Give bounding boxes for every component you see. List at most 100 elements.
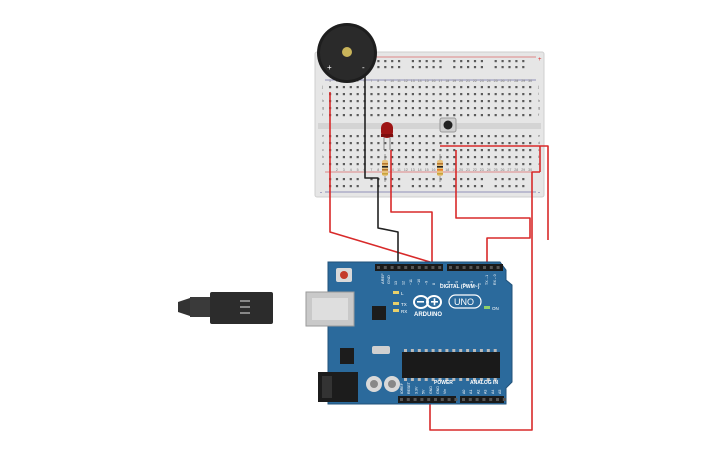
column-number: 7 — [370, 79, 372, 83]
pin-label: 5V — [422, 389, 426, 394]
tx-led-label: TX — [401, 302, 407, 307]
analog-header[interactable] — [460, 396, 504, 403]
breadboard[interactable]: 1122334455667788991010111112121313141415… — [314, 51, 545, 198]
column-number: 20 — [459, 79, 463, 83]
pin-label: ~9 — [424, 281, 428, 285]
power-header[interactable] — [398, 396, 456, 403]
column-number: 19 — [452, 168, 456, 172]
column-number: 22 — [473, 168, 477, 172]
column-number: 11 — [397, 168, 401, 172]
row-letter: c — [322, 147, 324, 152]
column-number: 12 — [404, 79, 408, 83]
digital-header-high[interactable] — [375, 264, 443, 271]
column-number: 11 — [397, 79, 401, 83]
column-number: 25 — [494, 79, 498, 83]
resistor-led[interactable] — [382, 154, 388, 182]
column-number: 30 — [528, 168, 532, 172]
pin-label: 2 — [478, 283, 482, 285]
resistor-button[interactable] — [437, 154, 443, 182]
pin-label: ~11 — [409, 279, 413, 285]
column-number: 24 — [487, 79, 491, 83]
column-number: 3 — [343, 168, 345, 172]
column-number: 9 — [384, 79, 386, 83]
atmega-chip — [402, 352, 500, 378]
column-number: 8 — [377, 79, 379, 83]
aref-label: AREF — [380, 273, 385, 284]
column-number: 1 — [329, 79, 331, 83]
pin-label: ~10 — [417, 279, 421, 285]
pin-label: GND — [436, 386, 440, 394]
column-number: 26 — [501, 79, 505, 83]
pin-label: A5 — [498, 390, 502, 394]
column-number: 16 — [432, 79, 436, 83]
row-letter: c — [538, 147, 540, 152]
column-number: 26 — [501, 168, 505, 172]
column-number: 18 — [445, 79, 449, 83]
rx-led-label: RX — [401, 309, 407, 314]
row-letter: g — [322, 105, 324, 110]
digital-pwm-label: DIGITAL (PWM~) — [440, 284, 480, 290]
pin-label: 8 — [432, 283, 436, 285]
pin-label: TX→1 — [485, 275, 489, 285]
wire-led-pin[interactable] — [390, 150, 433, 268]
pin-label: A1 — [469, 390, 473, 394]
column-number: 20 — [459, 168, 463, 172]
usb-cable[interactable] — [178, 292, 273, 324]
wire-5v[interactable] — [440, 145, 549, 240]
gnd-label: GND — [386, 275, 391, 284]
column-number: 23 — [480, 79, 484, 83]
pin-label: 4 — [462, 283, 466, 285]
pin-label: RESET — [407, 381, 411, 394]
column-number: 12 — [404, 168, 408, 172]
row-letter: d — [322, 140, 324, 145]
row-letter: j — [537, 84, 539, 89]
pin-label: ~5 — [455, 281, 459, 285]
column-number: 27 — [507, 168, 511, 172]
column-number: 30 — [528, 79, 532, 83]
column-number: 22 — [473, 79, 477, 83]
row-letter: i — [322, 91, 323, 96]
piezo-buzzer[interactable]: + - — [317, 23, 377, 83]
column-number: 15 — [425, 79, 429, 83]
rail-plus-label-right: + — [538, 57, 542, 63]
red-led[interactable] — [381, 122, 393, 150]
column-number: 16 — [432, 168, 436, 172]
column-number: 14 — [418, 79, 422, 83]
row-letter: j — [321, 84, 323, 89]
rail-minus-label: - — [320, 190, 322, 196]
column-number: 29 — [521, 79, 525, 83]
column-number: 27 — [507, 79, 511, 83]
wire-gnd-black[interactable] — [364, 65, 399, 268]
pin-label: A4 — [491, 390, 495, 394]
column-number: 18 — [445, 168, 449, 172]
column-number: 21 — [466, 168, 470, 172]
digital-header-low[interactable] — [447, 264, 503, 271]
arduino-uno[interactable]: L TX RX ON ARDUINO UNO DIGITAL (PWM~) PO… — [305, 261, 513, 405]
column-number: 7 — [370, 168, 372, 172]
row-letter: g — [538, 105, 540, 110]
pin-label: 13 — [394, 281, 398, 285]
column-number: 2 — [336, 168, 338, 172]
row-letter: i — [538, 91, 539, 96]
pin-label: 12 — [402, 281, 406, 285]
wire-button-pin[interactable] — [455, 150, 531, 268]
row-letter: f — [538, 112, 540, 117]
column-number: 5 — [357, 168, 359, 172]
row-letter: f — [322, 112, 324, 117]
wire-5v-bottom[interactable] — [429, 171, 540, 431]
wires[interactable] — [329, 65, 549, 431]
push-button[interactable] — [439, 117, 457, 133]
column-number: 29 — [521, 168, 525, 172]
row-letter: h — [322, 98, 324, 103]
column-number: 25 — [494, 168, 498, 172]
pin-label: ~3 — [470, 281, 474, 285]
column-number: 13 — [411, 168, 415, 172]
row-letter: b — [322, 154, 325, 159]
column-number: 8 — [377, 168, 379, 172]
column-number: 17 — [438, 79, 442, 83]
arduino-model: UNO — [454, 297, 474, 307]
power-label: POWER — [434, 380, 453, 386]
buzzer-minus-label: - — [362, 63, 365, 72]
